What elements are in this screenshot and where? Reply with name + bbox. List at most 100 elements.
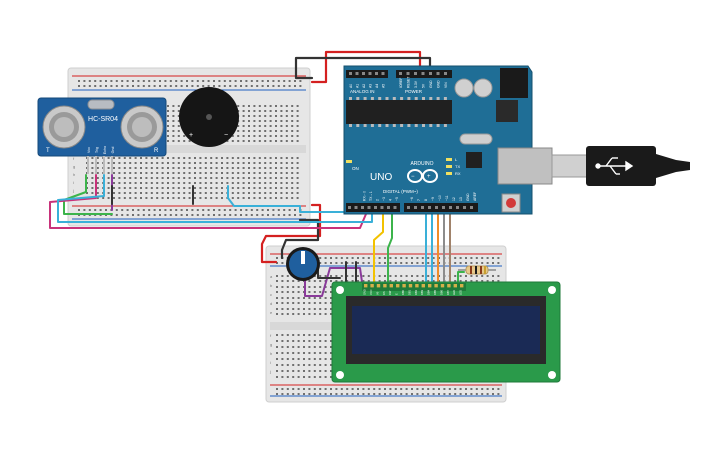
lcd-pin-label: DB6	[439, 289, 443, 295]
led-l	[446, 158, 452, 161]
crystal	[87, 99, 115, 110]
svg-text:−: −	[411, 174, 415, 180]
pin-label: 3.3V	[414, 80, 418, 88]
pin-label: TX→1	[369, 191, 373, 201]
pin-label: AREF	[473, 192, 477, 201]
pin-label: ~5	[395, 197, 399, 201]
wire-pot-purple	[304, 267, 363, 297]
lcd-pin-label: DB3	[420, 289, 424, 295]
digital-pwm-label: DIGITAL (PWM~)	[383, 189, 418, 194]
pin-label: 8	[424, 199, 428, 201]
pin-label: ~10	[438, 195, 442, 201]
pin-label: RX←0	[363, 191, 367, 201]
lcd-pin-label: DB1	[407, 289, 411, 295]
potentiometer	[286, 247, 320, 281]
pin-label: A1	[356, 84, 360, 88]
digital-header-high	[404, 203, 478, 212]
crystal-oscillator	[459, 133, 493, 145]
sensor-r-label: R	[154, 148, 159, 154]
arduino-logo-icon: − +	[407, 169, 438, 183]
analog-header	[346, 70, 388, 78]
wire-sensor-trig-magenta	[49, 174, 367, 229]
row-letter: g	[73, 164, 75, 169]
row-letter: h	[270, 351, 272, 356]
pin-label: VIN	[444, 82, 448, 88]
led-on	[346, 160, 352, 163]
on-led-label: ON	[352, 166, 359, 171]
transducer-right	[120, 105, 164, 149]
pin-label: GND	[466, 193, 470, 201]
wire-yellow	[373, 211, 384, 283]
lcd-pin-label: V0	[375, 291, 379, 295]
lcd-pin-label: DB0	[401, 289, 405, 295]
wire-black-rail-left	[280, 218, 320, 260]
lcd-pin-label: DB7	[446, 289, 450, 295]
row-letter: f	[73, 156, 75, 161]
pin-label: 5V	[422, 83, 426, 88]
usb-port	[497, 147, 553, 185]
piezo-buzzer: + −	[179, 87, 239, 147]
led-tx	[446, 165, 452, 168]
microcontroller-chip	[346, 100, 452, 124]
resistor	[458, 265, 496, 275]
row-letter: i	[73, 180, 74, 185]
pin-label: 2	[376, 199, 380, 201]
lcd-pin-label: VCC	[369, 289, 373, 295]
row-letter: j	[72, 188, 74, 193]
wires	[49, 50, 465, 297]
wire-sensor-echo-blue	[57, 174, 373, 223]
sensor-pin-label: Echo	[103, 146, 107, 154]
row-letter: h	[73, 172, 75, 177]
pin-label: A3	[369, 84, 373, 88]
sensor-t-label: T	[46, 148, 50, 154]
lcd-pin-label: LED	[452, 290, 456, 295]
transducer-left	[42, 105, 86, 149]
pin-label: GND	[437, 80, 441, 88]
pin-label: 4	[389, 199, 393, 201]
power-label: POWER	[405, 89, 423, 94]
pin-label: 13	[459, 197, 463, 201]
buzzer-minus-label: −	[224, 132, 228, 139]
svg-text:+: +	[427, 174, 431, 180]
wire-green-lcd	[387, 211, 393, 283]
wire-resistor-green	[457, 271, 465, 283]
pin-label: RESET	[407, 77, 411, 88]
row-letter: i	[270, 360, 271, 365]
analog-in-label: ANALOG IN	[350, 89, 375, 94]
pin-label: A4	[375, 84, 379, 88]
arduino-model-label: UNO	[370, 172, 392, 183]
wire-blue-long	[227, 185, 353, 213]
row-letter: c	[270, 292, 272, 297]
lcd-screen	[352, 306, 540, 354]
usb-icon	[595, 157, 634, 175]
row-letter: j	[269, 369, 271, 374]
led-label: RX	[455, 171, 461, 176]
pin-label: ~3	[382, 197, 386, 201]
usb-cable	[551, 146, 690, 186]
pin-label: ~11	[445, 195, 449, 201]
sensor-model-label: HC-SR04	[88, 116, 118, 123]
pin-label: A2	[362, 84, 366, 88]
capacitor-1	[454, 78, 474, 98]
pin-label: ~9	[431, 197, 435, 201]
sensor-pin-label: Trig	[95, 147, 99, 153]
pin-label: ~6	[410, 197, 414, 201]
row-letter: b	[270, 283, 273, 288]
lcd-pin-label: DB2	[414, 289, 418, 295]
lcd-pin-label: GND	[363, 289, 367, 295]
pot-indicator	[301, 251, 305, 264]
row-letter: d	[270, 301, 272, 306]
lcd-pin-label: RW	[388, 290, 392, 295]
led-label: L	[455, 157, 458, 162]
center-channel	[72, 145, 306, 153]
digital-header-low	[346, 203, 400, 212]
lcd-pin-label: E	[395, 293, 399, 295]
pin-label: A5	[382, 84, 386, 88]
